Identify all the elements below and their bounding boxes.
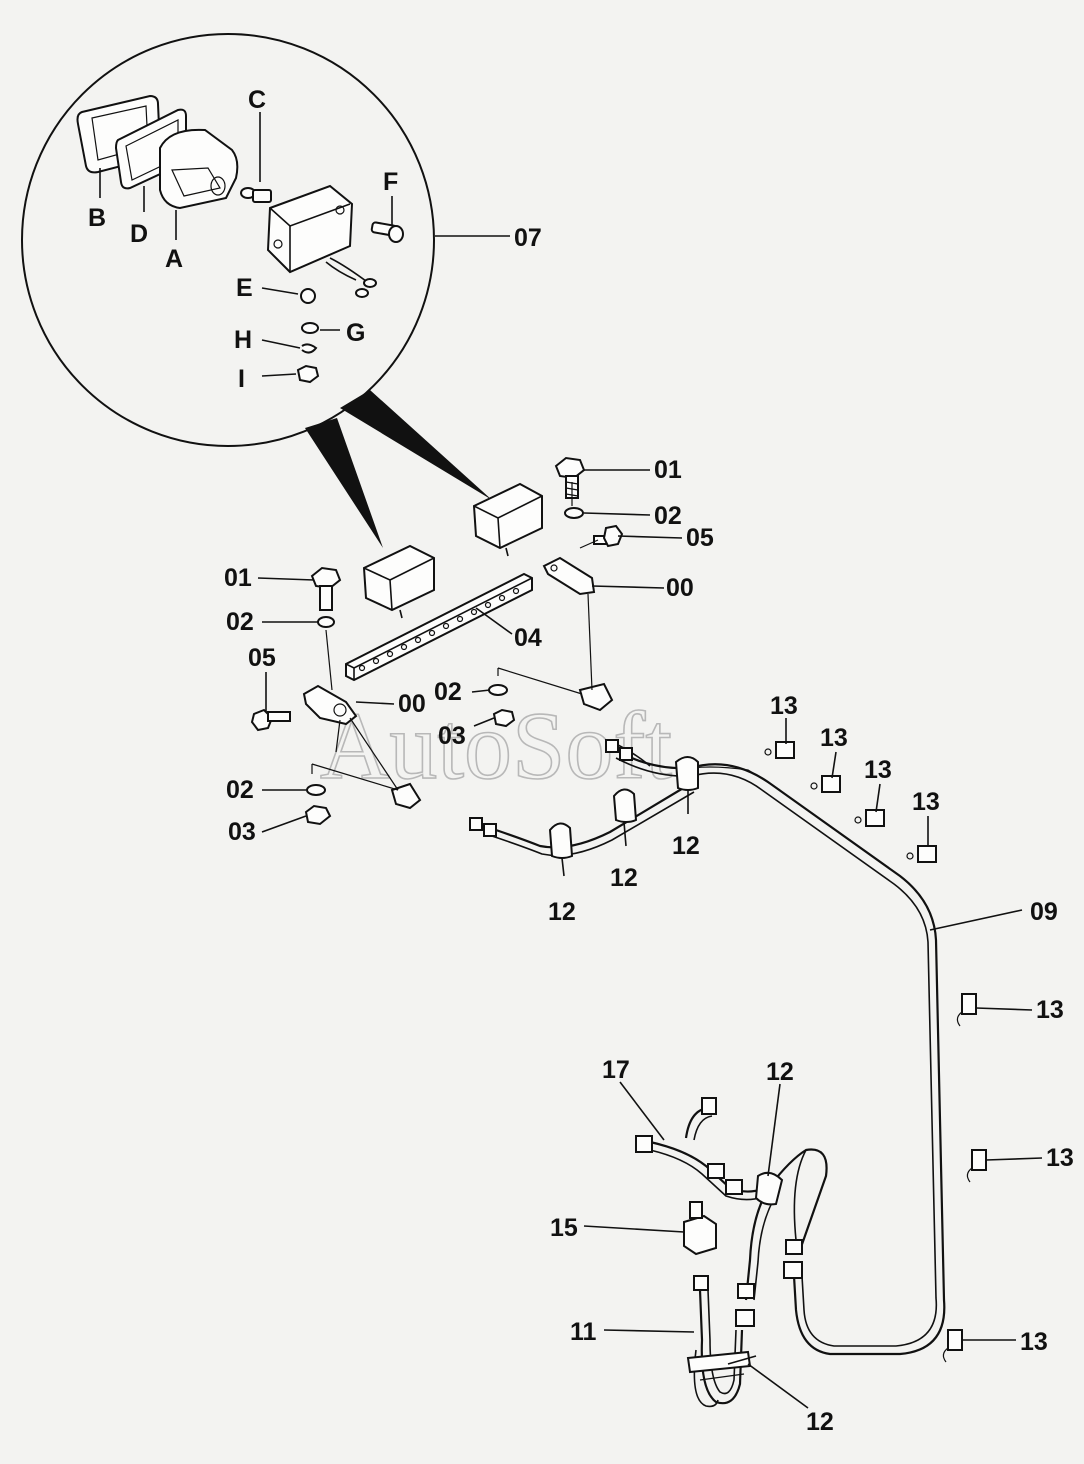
washer-g (301, 322, 319, 334)
clip-13-2 (810, 775, 841, 793)
lamp-body (266, 184, 377, 298)
screw-f (370, 221, 404, 243)
label-b: B (88, 204, 106, 232)
spring-washer-h (301, 343, 318, 354)
nut-03-mid (492, 708, 516, 728)
nut-03-low (304, 804, 332, 826)
clip-13-5 (956, 993, 977, 1027)
clamp-12-a (548, 822, 574, 859)
callout-12: 12 (766, 1058, 794, 1086)
pointer-wedge-left (305, 418, 383, 548)
clip-13-1 (764, 741, 795, 759)
wire-harness-09 (615, 749, 946, 1356)
wire-harness-17 (635, 1097, 828, 1327)
callout-13: 13 (770, 692, 798, 720)
label-h: H (234, 326, 252, 354)
clip-13-7 (942, 1329, 963, 1363)
callout-11: 11 (570, 1318, 597, 1346)
callout-02: 02 (226, 608, 254, 636)
label-c: C (248, 86, 266, 114)
label-e: E (236, 274, 253, 302)
clip-13-4 (906, 845, 937, 863)
clamp-12-c (674, 756, 699, 791)
lamp-lens-a (159, 128, 239, 210)
nut-i (296, 364, 320, 384)
callout-12: 12 (548, 898, 576, 926)
callout-02: 02 (434, 678, 462, 706)
bracket-00-upper (542, 556, 596, 596)
callout-05: 05 (686, 524, 714, 552)
bolt-01-upper (554, 456, 586, 499)
pointer-wedge-right (340, 390, 492, 500)
clip-nut-right (578, 682, 614, 712)
washer-02-mid (488, 684, 508, 696)
label-i: I (238, 365, 245, 393)
relay-15 (683, 1201, 717, 1256)
washer-02-low (306, 784, 326, 796)
callout-13: 13 (1046, 1144, 1074, 1172)
callout-13: 13 (820, 724, 848, 752)
callout-13: 13 (864, 756, 892, 784)
bolt-01-left (310, 566, 342, 611)
callout-17: 17 (602, 1056, 630, 1084)
callout-12: 12 (806, 1408, 834, 1436)
label-f: F (383, 168, 398, 196)
callout-13: 13 (1020, 1328, 1048, 1356)
clip-13-6 (966, 1149, 987, 1183)
callout-15: 15 (550, 1214, 578, 1242)
callout-00: 00 (398, 690, 426, 718)
work-lamp-upper (472, 482, 543, 557)
callout-13: 13 (1036, 996, 1064, 1024)
clip-13-3 (854, 809, 885, 827)
callout-01: 01 (654, 456, 682, 484)
clamp-12-b (612, 788, 638, 823)
lock-washer-e (300, 288, 316, 304)
washer-02-left (317, 616, 335, 628)
callout-04: 04 (514, 624, 542, 652)
callout-01: 01 (224, 564, 252, 592)
wire-harness-front (469, 739, 695, 857)
work-lamp-lower (362, 544, 435, 619)
clip-nut-left (390, 782, 422, 810)
callout-00: 00 (666, 574, 694, 602)
wire-harness-11 (686, 1275, 757, 1408)
label-a: A (165, 245, 183, 273)
callout-02: 02 (226, 776, 254, 804)
lamp-stay-bar-04 (345, 572, 533, 682)
callout-07: 07 (514, 224, 542, 252)
callout-12: 12 (672, 832, 700, 860)
callout-12: 12 (610, 864, 638, 892)
callout-05: 05 (248, 644, 276, 672)
callout-03: 03 (228, 818, 256, 846)
lamp-bulb-c (240, 187, 272, 203)
callout-03: 03 (438, 722, 466, 750)
bolt-05-upper (593, 524, 624, 548)
label-g: G (346, 319, 365, 347)
lamp-detail-circle (21, 33, 510, 548)
label-d: D (130, 220, 148, 248)
callout-13: 13 (912, 788, 940, 816)
callout-09: 09 (1030, 898, 1058, 926)
bolt-05-left (250, 708, 291, 732)
washer-02-upper (564, 507, 584, 519)
callout-02: 02 (654, 502, 682, 530)
